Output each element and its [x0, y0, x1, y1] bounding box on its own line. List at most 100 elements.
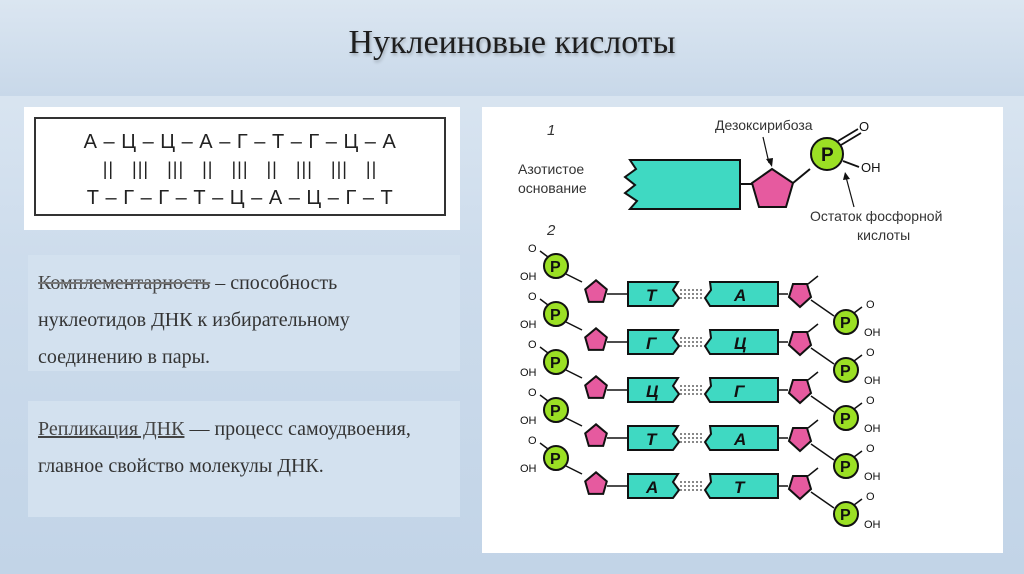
phosphate-bond-o-right-1 — [853, 354, 863, 362]
phosphate-oxygen-right-0: O — [866, 299, 875, 311]
right-sugar-tail-3 — [807, 419, 819, 429]
phosphate-bond-o-left-4 — [539, 442, 549, 450]
right-base-3 — [703, 425, 779, 451]
phosphate-hydroxyl-right-4: OH — [864, 519, 881, 531]
deoxyribose-label: Дезоксирибоза — [715, 117, 813, 133]
phosphate-oxygen-left-4: O — [528, 435, 537, 447]
right-sugar-tail-2 — [807, 371, 819, 381]
replication-card: Репликация ДНК — процесс самоудвоения, г… — [28, 401, 460, 517]
phosphate-circle-left-2 — [543, 349, 569, 375]
phosphate-circle-right-4 — [833, 501, 859, 527]
phosphate-oxygen: O — [859, 119, 869, 134]
phosphate-bond-o-right-0 — [853, 306, 863, 314]
phosphate-circle-right-0 — [833, 309, 859, 335]
right-base-4 — [703, 473, 779, 499]
phosphate-bond-o-right-4 — [853, 498, 863, 506]
phosphate-hydroxyl-right-3: OH — [864, 471, 881, 483]
right-sugar-0 — [787, 283, 813, 309]
phosphate-hydroxyl-left-0: OH — [520, 271, 537, 283]
phosphate-oxygen-left-2: O — [528, 339, 537, 351]
phosphate-symbol-left-1: P — [550, 307, 561, 324]
phosphate-oxygen-right-1: O — [866, 347, 875, 359]
left-backbone-1 — [565, 321, 583, 331]
right-sugar-tail-0 — [807, 275, 819, 285]
left-sugar-2 — [584, 374, 608, 399]
phosphate-symbol-left-4: P — [550, 451, 561, 468]
phosphate-bond-o-left-0 — [539, 250, 549, 258]
left-sugar-3 — [584, 422, 608, 447]
left-base-letter-2: Ц — [646, 382, 659, 401]
complementarity-definition: – способность нуклеотидов ДНК к избирате… — [38, 272, 350, 368]
phosphate-hydroxyl-bond — [842, 160, 860, 168]
left-backbone-0 — [565, 273, 583, 283]
phosphate-symbol-right-2: P — [840, 411, 851, 428]
phosphate-hydroxyl-left-4: OH — [520, 463, 537, 475]
phosphate-symbol-left-0: P — [550, 259, 561, 276]
right-sugar-tail-1 — [807, 323, 819, 333]
right-backbone-0 — [810, 299, 835, 317]
phosphate-circle-left-1 — [543, 301, 569, 327]
phosphate-bond-o-left-3 — [539, 394, 549, 402]
sugar-phosphate-bond — [792, 168, 811, 184]
phosphate-bond-o-left-1 — [539, 298, 549, 306]
diagram-label-2: 2 — [546, 222, 556, 239]
right-sugar-2 — [787, 379, 813, 405]
phosphate-symbol-left-2: P — [550, 355, 561, 372]
left-base-0 — [627, 281, 681, 307]
phosphate-circle — [810, 137, 844, 171]
phosphate-oxygen-left-0: O — [528, 243, 537, 255]
phosphate-symbol-left-3: P — [550, 403, 561, 420]
complementarity-term: Комплементарность — [38, 272, 211, 294]
left-sugar-4 — [584, 470, 608, 495]
right-sugar-1 — [787, 331, 813, 357]
left-base-letter-1: Г — [646, 334, 658, 353]
diagram-label-1: 1 — [547, 122, 555, 139]
sequence-hydrogen-bonds: || ||| ||| || ||| || ||| ||| || — [102, 159, 378, 179]
phosphate-hydroxyl: OH — [861, 160, 881, 175]
phosphate-label-line1: Остаток фосфорной — [810, 208, 942, 224]
nitrogen-base-label-line2: основание — [518, 180, 587, 196]
phosphate-hydroxyl-right-2: OH — [864, 423, 881, 435]
phosphate-symbol: P — [821, 145, 834, 166]
phosphate-oxygen-left-3: O — [528, 387, 537, 399]
phosphate-double-bond-1 — [837, 128, 859, 142]
right-backbone-1 — [810, 347, 835, 365]
phosphate-circle-right-1 — [833, 357, 859, 383]
phosphate-oxygen-right-4: O — [866, 491, 875, 503]
phosphate-circle-right-2 — [833, 405, 859, 431]
phosphate-oxygen-right-3: O — [866, 443, 875, 455]
phosphate-label-line2: кислоты — [857, 227, 910, 243]
phosphate-hydroxyl-left-1: OH — [520, 319, 537, 331]
phosphate-hydroxyl-right-1: OH — [864, 375, 881, 387]
nitrogen-base-label-line1: Азотистое — [518, 161, 584, 177]
right-backbone-4 — [810, 491, 835, 509]
phosphate-bond-o-right-3 — [853, 450, 863, 458]
left-base-letter-3: Т — [646, 430, 658, 449]
phosphate-symbol-right-0: P — [840, 315, 851, 332]
complementarity-card: Комплементарность – способность нуклеоти… — [28, 255, 460, 371]
sequence-bottom-strand: Т – Г – Г – Т – Ц – А – Ц – Г – Т — [86, 187, 394, 209]
left-sugar-0 — [584, 278, 608, 303]
left-base-letter-4: А — [645, 478, 658, 497]
phosphate-pointer-head — [843, 172, 850, 180]
right-base-letter-1: Ц — [734, 334, 747, 353]
phosphate-circle-left-4 — [543, 445, 569, 471]
right-base-letter-4: Т — [734, 478, 746, 497]
left-base-3 — [627, 425, 681, 451]
left-base-4 — [627, 473, 681, 499]
phosphate-circle-left-0 — [543, 253, 569, 279]
right-base-letter-0: А — [733, 286, 746, 305]
deoxyribose-pointer — [762, 136, 770, 164]
phosphate-oxygen-right-2: O — [866, 395, 875, 407]
replication-definition: — процесс самоудвоения, главное свойство… — [38, 418, 411, 477]
phosphate-circle-right-3 — [833, 453, 859, 479]
right-base-letter-2: Г — [734, 382, 746, 401]
left-base-letter-0: Т — [646, 286, 658, 305]
title-band — [0, 0, 1024, 96]
phosphate-hydroxyl-left-3: OH — [520, 415, 537, 427]
left-base-1 — [627, 329, 681, 355]
deoxyribose-shape — [750, 167, 795, 208]
right-base-letter-3: А — [733, 430, 746, 449]
phosphate-hydroxyl-left-2: OH — [520, 367, 537, 379]
